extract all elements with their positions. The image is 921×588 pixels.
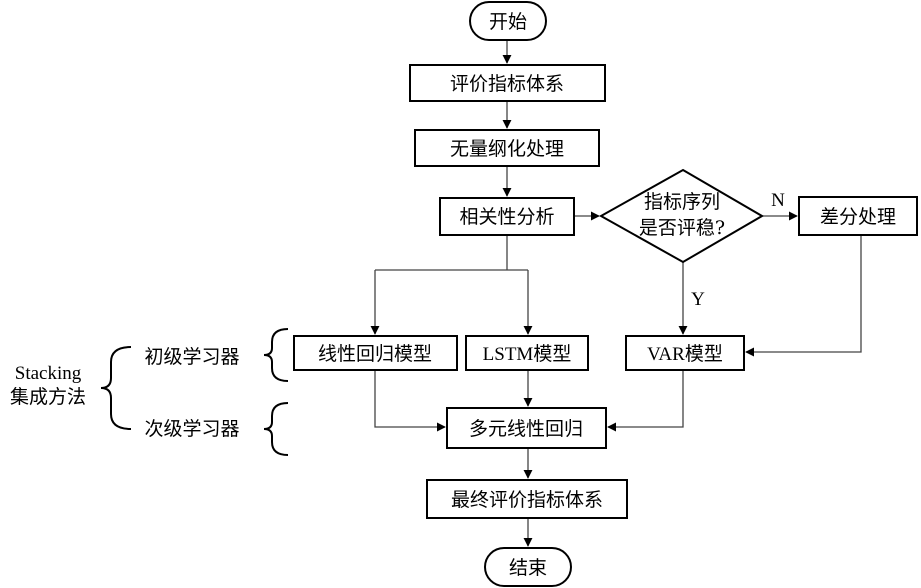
secondary-brace <box>263 402 289 456</box>
primary-brace <box>263 328 289 382</box>
lstm-label: LSTM模型 <box>483 343 572 365</box>
secondary-learner-label: 次级学习器 <box>144 418 239 440</box>
node-mlr: 多元线性回归 <box>446 407 607 449</box>
arrow-difference-to-var <box>745 235 862 357</box>
connectors <box>370 40 862 547</box>
var-label: VAR模型 <box>647 343 723 365</box>
node-eval-system: 评价指标体系 <box>409 64 606 102</box>
arrow-linear-to-mlr <box>374 370 446 432</box>
end-label: 结束 <box>509 557 547 579</box>
edge-label-no: N <box>771 190 785 211</box>
node-final-system: 最终评价指标体系 <box>426 479 628 519</box>
decision-label-line2: 是否评稳? <box>639 217 725 239</box>
node-end: 结束 <box>484 547 572 587</box>
node-correlation: 相关性分析 <box>439 197 575 236</box>
normalize-label: 无量纲化处理 <box>450 138 564 160</box>
stacking-label-line1: Stacking <box>15 363 82 384</box>
edge-label-yes: Y <box>691 289 705 310</box>
node-start: 开始 <box>469 1 547 41</box>
final-system-label: 最终评价指标体系 <box>451 489 603 511</box>
node-lstm: LSTM模型 <box>465 335 589 371</box>
stacking-annotation: Stacking 集成方法 初级学习器 次级学习器 <box>10 328 289 456</box>
node-stationary-decision: 指标序列 是否评稳? <box>598 168 764 264</box>
arrow-var-to-mlr <box>607 370 684 432</box>
difference-label: 差分处理 <box>820 206 896 228</box>
decision-label-line1: 指标序列 <box>644 191 720 213</box>
eval-system-label: 评价指标体系 <box>450 73 564 95</box>
start-label: 开始 <box>489 11 527 33</box>
node-var: VAR模型 <box>625 335 745 371</box>
mlr-label: 多元线性回归 <box>469 418 583 440</box>
correlation-label: 相关性分析 <box>459 206 554 228</box>
node-difference: 差分处理 <box>798 196 918 236</box>
stacking-label-line2: 集成方法 <box>10 386 86 408</box>
outer-brace <box>100 346 132 430</box>
node-linear-reg: 线性回归模型 <box>293 335 458 371</box>
node-normalize: 无量纲化处理 <box>414 129 600 167</box>
primary-learner-label: 初级学习器 <box>144 346 239 368</box>
linear-reg-label: 线性回归模型 <box>318 343 432 365</box>
